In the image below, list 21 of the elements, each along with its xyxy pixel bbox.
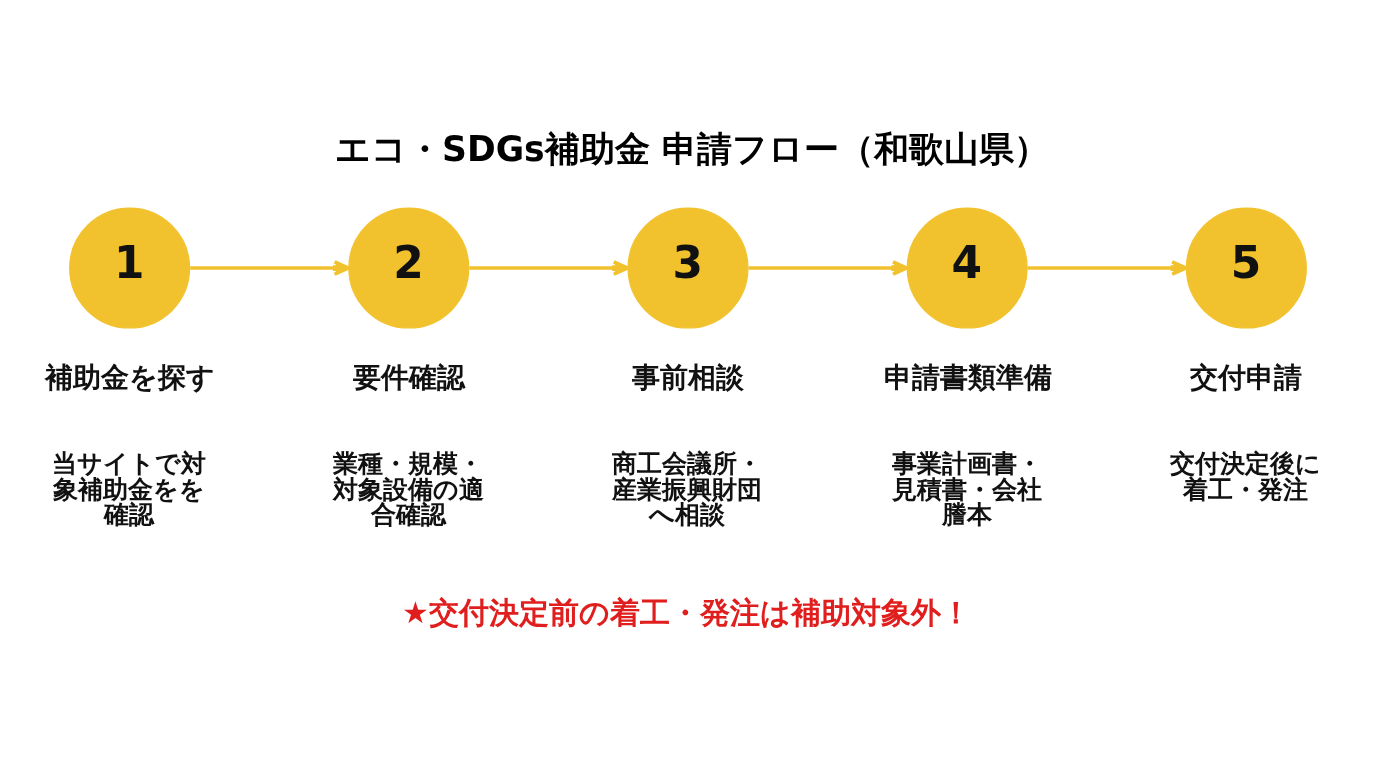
node-circle: 3	[627, 207, 749, 329]
node-label: 要件確認	[352, 361, 465, 395]
node-label: 交付申請	[1190, 361, 1303, 395]
diagram-title: エコ・SDGs補助金 申請フロー（和歌山県）	[334, 128, 1049, 169]
arrow	[190, 260, 351, 277]
node-label: 補助金を探す	[45, 361, 216, 395]
node-circle: 1	[69, 207, 191, 329]
node-label: 業種・規模・対象設備の適合確認	[332, 448, 484, 530]
label: ★交付決定前の着工・発注は補助対象外！	[401, 595, 971, 631]
arrow	[748, 260, 909, 277]
node-circle: 2	[348, 207, 470, 329]
arrow	[1027, 260, 1188, 277]
node-label: 申請書類準備	[883, 361, 1052, 395]
node-label: 商工会議所・産業振興財団へ相談	[612, 448, 763, 530]
node-circle: 4	[906, 207, 1028, 329]
node-label: 当サイトで対象補助金をを確認	[52, 448, 207, 530]
arrow	[469, 260, 630, 277]
node-label: 事業計画書・見積書・会社謄本	[891, 448, 1042, 530]
node-label: 事前相談	[632, 361, 745, 395]
node-circle: 5	[1185, 207, 1307, 329]
node-label: 交付決定後に着工・発注	[1170, 448, 1322, 504]
